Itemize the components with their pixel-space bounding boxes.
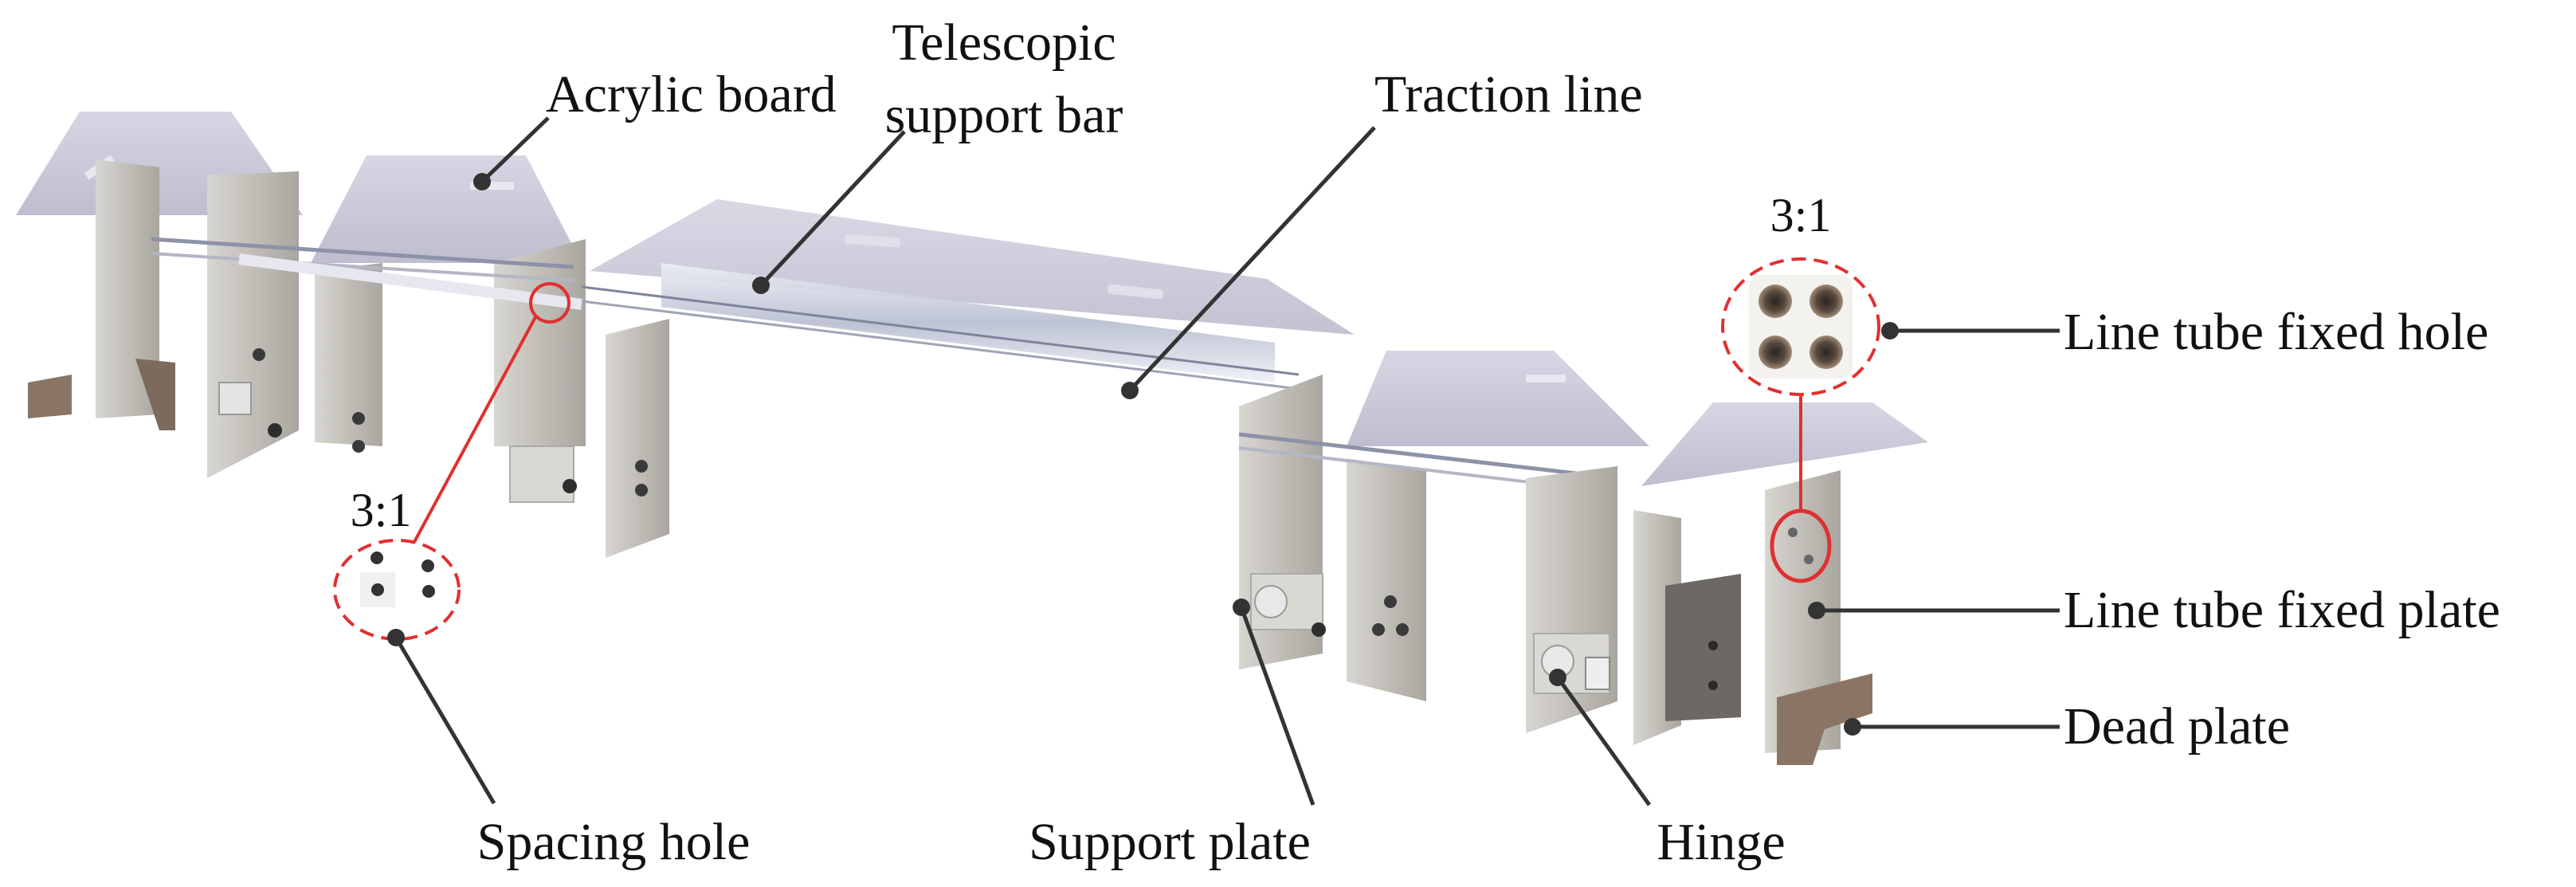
leader-lines	[394, 116, 2060, 807]
label-spacing-hole: Spacing hole	[477, 813, 751, 871]
hole-6b	[1372, 623, 1385, 636]
label-line-tube-fixed-hole: Line tube fixed hole	[2064, 303, 2488, 361]
label-line-tube-fixed-plate: Line tube fixed plate	[2064, 581, 2500, 639]
traction-line-2	[581, 300, 1300, 391]
plate-base-4	[509, 445, 574, 503]
spacing-hole-dot-3	[371, 583, 384, 596]
leader-dots	[387, 173, 1899, 736]
acrylic-board-center	[590, 199, 1355, 335]
tube-hole-3	[1759, 336, 1792, 369]
rail-left-3	[238, 253, 582, 310]
support-plate-9	[1665, 574, 1741, 721]
tube-hole-1	[1759, 285, 1792, 318]
hole-9b	[1708, 681, 1718, 690]
spacing-hole-dot-2	[421, 559, 434, 572]
support-plate-1	[96, 159, 159, 418]
label-telescopic-line1: Telescopic	[892, 14, 1115, 72]
dead-plate-left-2	[135, 359, 175, 430]
scale-label-right: 3:1	[1770, 189, 1832, 241]
label-acrylic-board: Acrylic board	[546, 65, 837, 124]
rail-right-1	[1238, 432, 1618, 481]
module-right-outer	[1526, 402, 1928, 765]
hole-6a	[1384, 595, 1397, 608]
leader-acrylic-board	[480, 116, 550, 183]
tube-hole-2	[1809, 285, 1843, 318]
label-traction-line: Traction line	[1374, 65, 1643, 124]
hole-2a	[352, 412, 365, 425]
leader-traction-line	[1128, 126, 1376, 392]
acrylic-slot-center-2	[1107, 284, 1164, 300]
dot-telescopic-bar	[752, 277, 770, 294]
hole-c2	[635, 484, 648, 496]
callout-marker-left	[529, 282, 570, 324]
dot-acrylic-board	[473, 173, 491, 190]
spacing-hole-dot-4	[422, 585, 435, 598]
hinge-roll-5	[1254, 585, 1288, 618]
support-plate-4	[494, 239, 586, 446]
hole-5a	[1312, 622, 1326, 637]
acrylic-board-4	[1641, 402, 1928, 486]
label-dead-plate: Dead plate	[2064, 697, 2290, 756]
hinge-knuckle	[1585, 657, 1610, 690]
dot-support-plate	[1233, 599, 1250, 616]
callout-spacing-hole: 3:1	[333, 282, 570, 641]
hole-2c	[563, 479, 577, 493]
module-right-inner	[1238, 351, 1649, 701]
support-plate-center-left	[606, 319, 669, 558]
hole-6c	[1396, 623, 1409, 636]
support-plate-2	[207, 171, 299, 478]
leader-support-plate	[1239, 606, 1315, 806]
spacing-hole-dot-1	[371, 551, 383, 564]
dot-line-tube-plate	[1808, 602, 1825, 619]
acrylic-slot-3	[1526, 375, 1566, 383]
scale-label-left: 3:1	[351, 484, 412, 536]
dead-plate-right	[1777, 673, 1872, 765]
callout-magnifier-left	[333, 539, 461, 641]
leader-hinge	[1555, 676, 1652, 807]
leader-telescopic-bar	[759, 130, 906, 287]
marker-hole-b	[1804, 555, 1813, 564]
support-plate-3	[315, 263, 382, 446]
traction-line-1	[581, 285, 1300, 376]
dot-hinge	[1549, 669, 1566, 686]
leader-spacing-hole	[394, 636, 496, 805]
hole-9a	[1708, 641, 1718, 650]
rail-left-2	[151, 252, 574, 282]
rail-left-1	[151, 237, 574, 269]
label-support-plate: Support plate	[1029, 813, 1311, 871]
acrylic-board-3	[1347, 351, 1649, 446]
hole-c1	[635, 460, 648, 473]
hinge-1	[218, 382, 252, 415]
callout-marker-right	[1770, 508, 1832, 583]
marker-hole-a	[1788, 528, 1798, 537]
label-hinge: Hinge	[1657, 813, 1785, 871]
dead-plate-left	[28, 375, 72, 418]
module-center	[581, 199, 1355, 558]
hole-1b	[268, 423, 282, 438]
callout-link-left	[413, 316, 537, 543]
dot-dead-plate	[1844, 718, 1861, 736]
hole-2b	[352, 440, 365, 453]
tube-hole-4	[1809, 336, 1843, 369]
acrylic-board-2	[311, 155, 582, 263]
acrylic-slot-center-1	[844, 234, 901, 248]
module-left-outer	[16, 112, 303, 478]
line-tube-fixed-plate	[1765, 470, 1841, 753]
dot-line-tube-hole	[1881, 322, 1899, 339]
support-plate-6	[1347, 458, 1426, 701]
callout-line-tube-hole: 3:1	[1721, 189, 1880, 583]
dot-spacing-hole	[387, 629, 405, 646]
label-telescopic-line2: support bar	[885, 86, 1123, 144]
labels: Acrylic board Telescopic support bar Tra…	[477, 14, 2500, 871]
dot-traction-line	[1121, 382, 1139, 399]
hole-1a	[253, 348, 265, 361]
